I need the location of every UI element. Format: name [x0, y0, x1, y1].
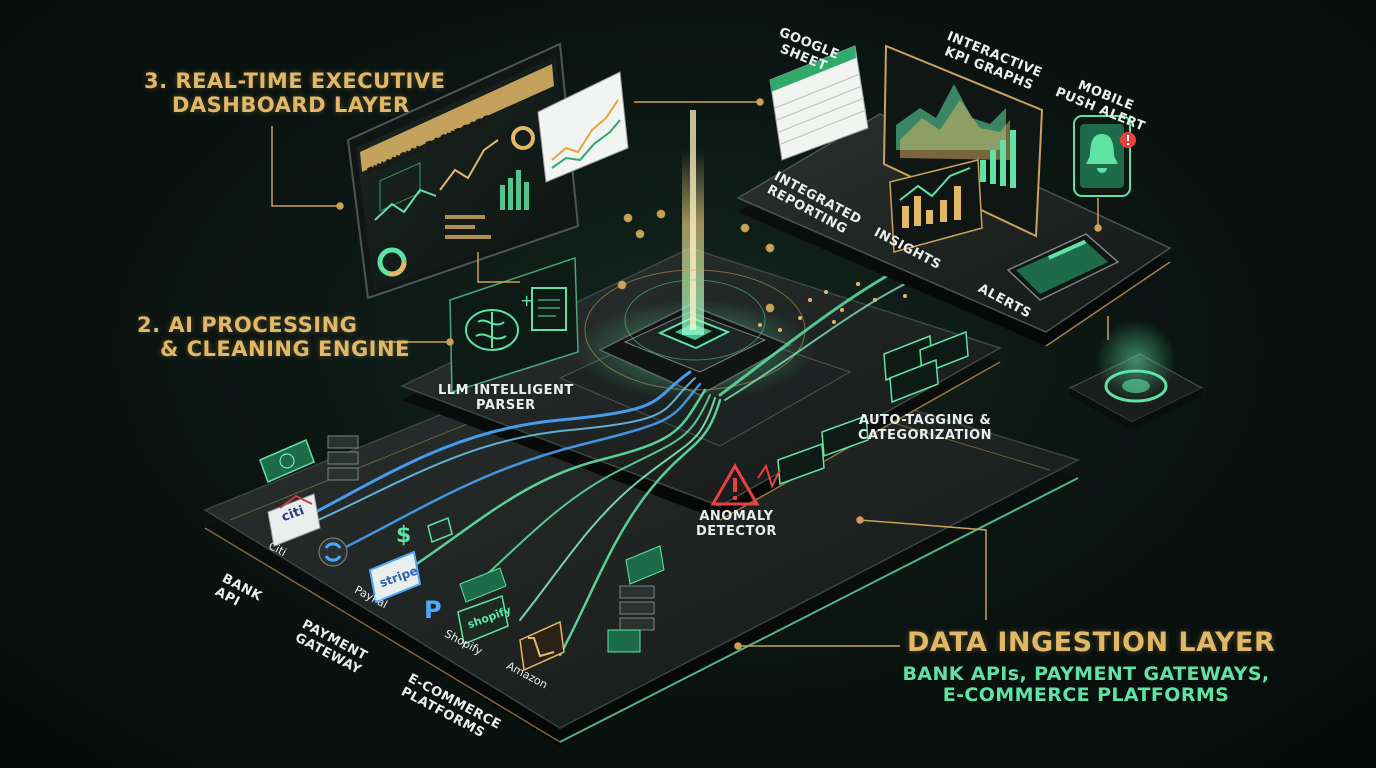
- alert-beacon: [1068, 320, 1204, 430]
- google-sheet-card: [769, 45, 869, 161]
- cash-icon-2: [459, 567, 507, 603]
- svg-text:P: P: [424, 596, 442, 624]
- stripe-card: [368, 550, 422, 604]
- server-icon: [327, 435, 359, 481]
- mail-icon: [427, 516, 453, 544]
- anomaly-label-line2: DETECTOR: [696, 523, 777, 539]
- processing-layer-title-line1: 2. AI PROCESSING: [137, 313, 358, 337]
- anomaly-detector-label: ANOMALY DETECTOR: [696, 509, 777, 539]
- shopify-card: [457, 594, 509, 646]
- financial-dashboard-panel: [346, 42, 580, 300]
- ingestion-layer-title: DATA INGESTION LAYER: [907, 627, 1276, 658]
- cart-icon: [519, 620, 565, 672]
- gateway-card: [625, 545, 665, 585]
- ingestion-subtitle-line2: E-COMMERCE PLATFORMS: [942, 684, 1230, 707]
- callout-lines: [271, 98, 1109, 650]
- dashboard-layer-title-line1: 3. REAL-TIME EXECUTIVE: [144, 69, 446, 93]
- citi-bank-card: [267, 493, 321, 547]
- dashboard-layer-title-line2: DASHBOARD LAYER: [172, 92, 410, 117]
- dollar-icon: $: [396, 523, 411, 548]
- phone-device: [1006, 233, 1120, 301]
- ingestion-layer-subtitle: BANK APIs, PAYMENT GATEWAYS, E-COMMERCE …: [900, 663, 1272, 707]
- auto-tagging-label-line1: AUTO-TAGGING &: [858, 413, 992, 428]
- processing-layer-title: 2. AI PROCESSING & CLEANING ENGINE: [137, 313, 410, 361]
- svg-text:+: +: [520, 291, 533, 310]
- llm-parser-holo: +: [449, 256, 579, 394]
- ingestion-subtitle-line1: BANK APIs, PAYMENT GATEWAYS,: [902, 663, 1270, 685]
- auto-tagging-label-line2: CATEGORIZATION: [858, 427, 993, 443]
- kpi-graphs-card: [882, 44, 1044, 238]
- growth-chart-card: [537, 71, 629, 183]
- auto-tagging-cards: [777, 330, 969, 486]
- paypal-logo: [318, 537, 348, 567]
- warning-icon: [710, 463, 781, 506]
- insights-chart-card: [889, 159, 983, 253]
- document-icon: [531, 287, 567, 331]
- processing-layer-title-line2: & CLEANING ENGINE: [160, 336, 410, 361]
- brain-icon: [465, 309, 519, 351]
- cash-icon: [259, 438, 315, 484]
- svg-text:$: $: [396, 523, 411, 548]
- auto-tagging-label: AUTO-TAGGING & CATEGORIZATION: [858, 413, 993, 443]
- dashboard-layer-title: 3. REAL-TIME EXECUTIVE DASHBOARD LAYER: [144, 69, 446, 117]
- ai-processor-chip: [575, 110, 815, 400]
- bell-icon: [1086, 134, 1118, 173]
- llm-parser-label-line1: LLM INTELLIGENT: [438, 383, 574, 398]
- paypal-p-icon: P: [424, 596, 442, 624]
- llm-parser-label-line2: PARSER: [476, 397, 536, 413]
- llm-parser-label: LLM INTELLIGENT PARSER: [438, 383, 574, 413]
- server-icon-2: [607, 585, 655, 653]
- data-particles: [758, 268, 922, 332]
- anomaly-label-line1: ANOMALY: [699, 509, 774, 524]
- mobile-push-alert: [1073, 115, 1136, 197]
